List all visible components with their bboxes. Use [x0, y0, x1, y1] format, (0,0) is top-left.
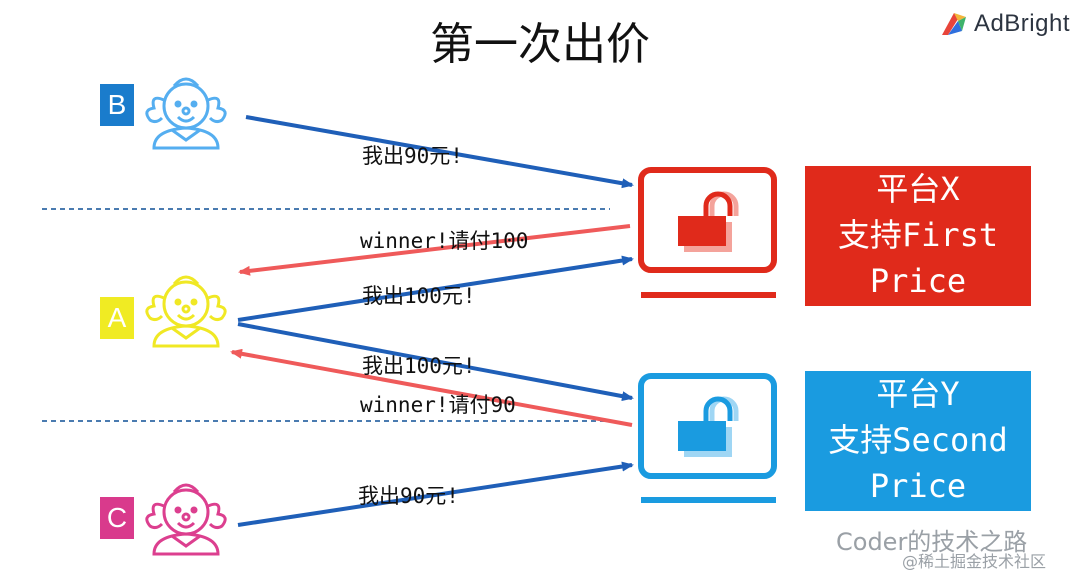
bidder-c-badge: C: [100, 497, 134, 539]
brand-logo: AdBright: [938, 6, 1070, 42]
msg-a-bid-x: 我出100元!: [362, 284, 476, 308]
platform-y-price: Price: [869, 467, 967, 505]
platform-y-box: 平台Y 支持Second Price: [805, 371, 1031, 511]
watermark-line1: Coder的技术之路: [836, 528, 1028, 556]
msg-x-reply: winner!请付100: [360, 229, 529, 253]
unlock-x-icon: [678, 191, 739, 252]
arrow-y-to-a: [230, 348, 633, 427]
msg-a-bid-y: 我出100元!: [362, 354, 476, 378]
adbright-logo-icon: [941, 13, 966, 35]
arrow-c-to-y: [237, 461, 634, 527]
arrow-a-to-x: [237, 255, 634, 322]
monitor-x-icon: [638, 167, 777, 298]
platform-y-support: 支持Second: [828, 421, 1008, 459]
watermark-line2: @稀土掘金技术社区: [902, 552, 1047, 571]
platform-x-box: 平台X 支持First Price: [805, 166, 1031, 306]
page-title: 第一次出价: [430, 19, 650, 70]
msg-b-bid: 我出90元!: [362, 144, 463, 168]
unlock-y-icon: [678, 396, 739, 457]
platform-x-support: 支持First: [837, 216, 999, 254]
platform-x-name: 平台X: [876, 170, 960, 208]
arrow-x-to-a: [238, 224, 631, 276]
msg-c-bid: 我出90元!: [358, 484, 459, 508]
platform-x-price: Price: [869, 262, 967, 300]
monitor-y-icon: [638, 373, 777, 503]
platform-y-name: 平台Y: [876, 375, 960, 413]
msg-y-reply: winner!请付90: [360, 393, 516, 417]
bidder-b-badge: B: [100, 84, 134, 126]
arrow-b-to-x: [245, 115, 634, 189]
brand-name: AdBright: [973, 10, 1070, 37]
arrow-a-to-y: [237, 322, 634, 402]
bidder-a-badge: A: [100, 297, 134, 339]
avatar-b-icon: [145, 77, 227, 150]
avatar-a-icon: [145, 275, 227, 348]
avatar-c-icon: [145, 483, 227, 556]
